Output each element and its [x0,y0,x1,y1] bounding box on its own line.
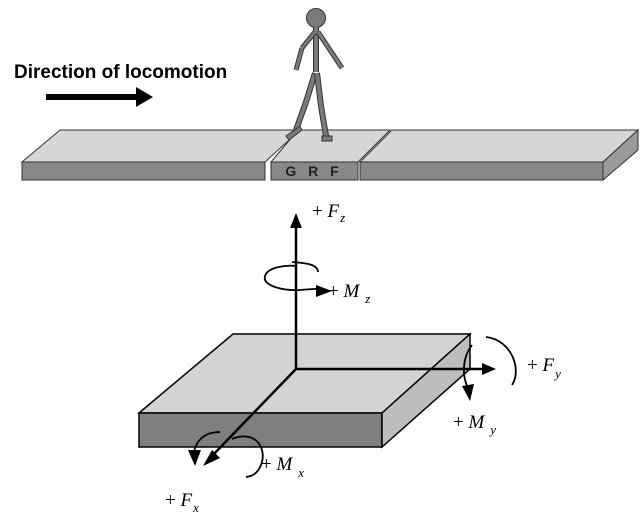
fz-axis-arrow [290,213,302,369]
fx-axis-arrow [203,368,297,466]
locomotion-direction-label: Direction of locomotion [14,62,228,83]
direction-arrow [46,87,153,107]
my-moment-arrow [462,336,517,401]
walker-figure [285,8,345,142]
fz-label: + Fz [312,201,345,225]
fy-label: + Fy [527,355,561,381]
force-plate-box [136,332,472,449]
mz-moment-arrow [264,261,332,297]
fy-axis-arrow [296,363,496,375]
walkway-force-plate: G R F [269,129,392,181]
grf-label: G R F [285,163,342,179]
walkway-left-section [20,129,302,181]
fx-label: + Fx [165,490,199,515]
walkway-right-section [358,128,640,182]
mx-moment-arrow [188,431,264,478]
